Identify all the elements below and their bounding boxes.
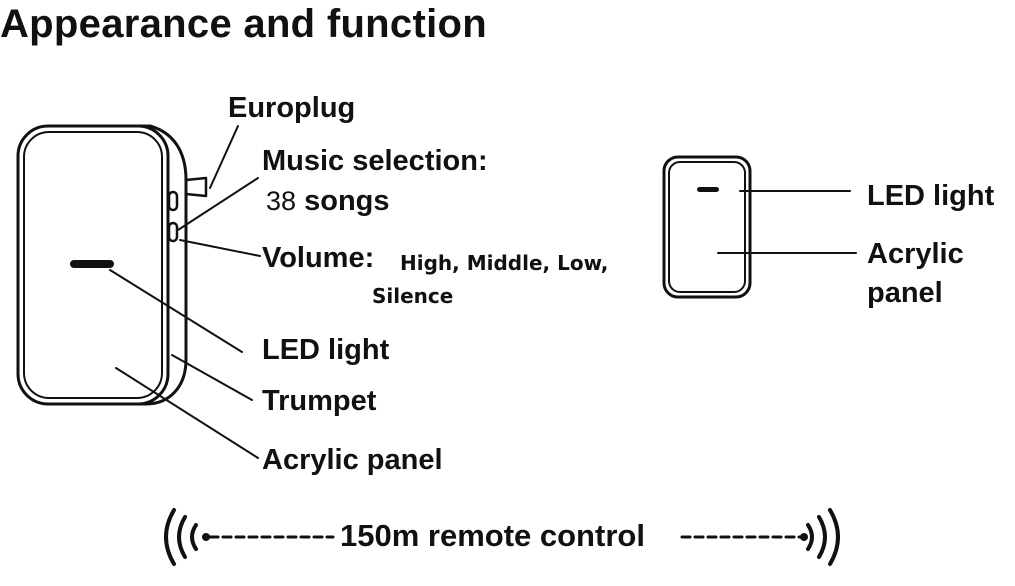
transmitter-outer <box>662 155 752 299</box>
wave-left-mid <box>177 515 187 559</box>
songs-count: 38 <box>266 186 297 216</box>
wave-left-outer <box>164 508 176 566</box>
leader-acrylic <box>115 367 259 459</box>
wave-right-mid <box>817 515 827 559</box>
transmitter-led-label: LED light <box>867 180 995 212</box>
volume-levels: High, Middle, Low, <box>400 251 609 275</box>
volume-silence: Silence <box>372 284 454 308</box>
leader-trumpet <box>171 354 253 401</box>
volume-label: Volume: <box>262 242 375 274</box>
volume-button <box>167 221 179 243</box>
wave-left-inner <box>190 523 198 551</box>
leader-led <box>109 269 243 353</box>
page-title: Appearance and function <box>0 2 487 46</box>
receiver-side-body <box>108 124 188 406</box>
receiver-led-light <box>70 260 114 268</box>
music-selection-label: Music selection: <box>262 145 488 177</box>
dot-left <box>202 533 210 541</box>
wave-right-outer <box>828 508 840 566</box>
transmitter-acrylic-label-1: Acrylic <box>867 238 964 270</box>
transmitter-led-light <box>697 187 719 192</box>
europlug-label: Europlug <box>228 92 356 124</box>
leader-volume <box>179 239 261 257</box>
songs-word: songs <box>304 185 390 217</box>
leader-europlug <box>209 125 239 189</box>
receiver-front-outer <box>16 124 170 406</box>
leader-music <box>177 177 259 231</box>
remote-control-label: 150m remote control <box>340 518 645 553</box>
music-button <box>167 190 179 212</box>
transmitter-inner <box>668 161 746 293</box>
europlug-pin <box>184 176 208 198</box>
dot-right <box>800 533 808 541</box>
receiver-front-inner <box>23 131 163 399</box>
receiver-acrylic-label: Acrylic panel <box>262 444 443 476</box>
songs-label: 38 songs <box>266 185 390 218</box>
transmitter-acrylic-label-2: panel <box>867 277 943 309</box>
trumpet-label: Trumpet <box>262 385 377 417</box>
wave-right-inner <box>806 523 814 551</box>
receiver-led-label: LED light <box>262 334 390 366</box>
